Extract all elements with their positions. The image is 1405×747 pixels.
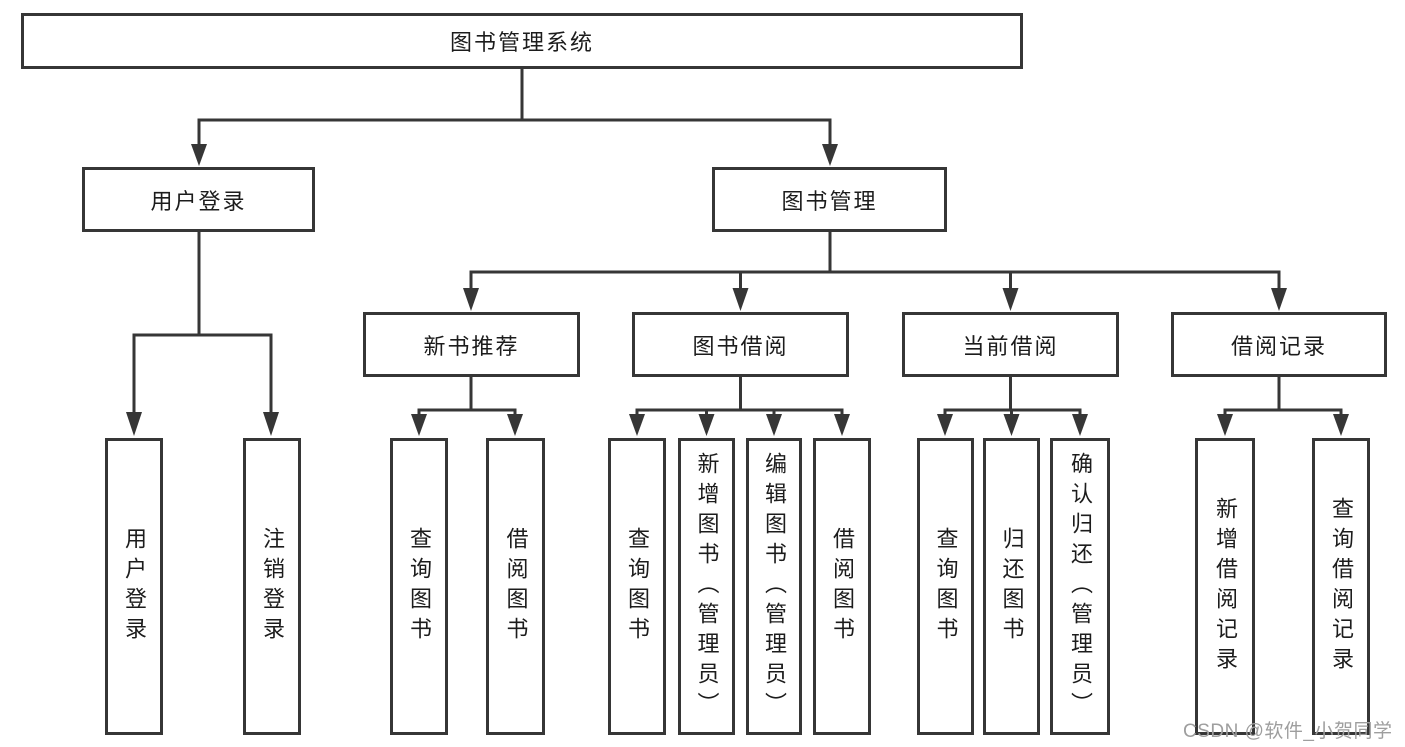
node-borrow-records: 借阅记录 <box>1171 312 1387 377</box>
node-book-mgmt: 图书管理 <box>712 167 947 232</box>
node-leaf-return-book: 归还图书 <box>983 438 1040 735</box>
node-book-borrow: 图书借阅 <box>632 312 849 377</box>
arrowhead-icon <box>191 144 207 166</box>
arrowhead-icon <box>822 144 838 166</box>
node-leaf-query-book-b: 查询图书 <box>608 438 666 735</box>
arrowhead-icon <box>629 414 645 436</box>
arrowhead-icon <box>1072 414 1088 436</box>
node-root: 图书管理系统 <box>21 13 1023 69</box>
node-current-borrow: 当前借阅 <box>902 312 1119 377</box>
arrowhead-icon <box>1003 414 1020 436</box>
connector-user-login-branch <box>126 232 279 436</box>
node-leaf-query-book-c: 查询图书 <box>917 438 974 735</box>
connector-borrow-records-branch <box>1217 377 1349 436</box>
arrowhead-icon <box>126 412 142 436</box>
arrowhead-icon <box>411 414 427 436</box>
arrowhead-icon <box>766 414 782 436</box>
node-new-book-rec: 新书推荐 <box>363 312 580 377</box>
arrowhead-icon <box>732 288 749 311</box>
node-leaf-confirm-return: 确认归还（管理员） <box>1050 438 1110 735</box>
arrowhead-icon <box>463 288 479 311</box>
arrowhead-icon <box>937 414 953 436</box>
arrowhead-icon <box>1002 288 1019 311</box>
arrowhead-icon <box>1217 414 1233 436</box>
arrowhead-icon <box>1333 414 1349 436</box>
arrowhead-icon <box>263 412 279 436</box>
connector-root-branch <box>191 69 838 166</box>
arrowhead-icon <box>698 414 715 436</box>
arrowhead-icon <box>1271 288 1287 311</box>
connector-book-mgmt-branch <box>463 232 1287 311</box>
node-leaf-user-login: 用户登录 <box>105 438 163 735</box>
watermark: CSDN @软件_小贺同学 <box>1183 721 1393 742</box>
node-leaf-query-record: 查询借阅记录 <box>1312 438 1370 735</box>
node-leaf-edit-book: 编辑图书（管理员） <box>746 438 802 735</box>
node-leaf-query-book-a: 查询图书 <box>390 438 448 735</box>
arrowhead-icon <box>507 414 523 436</box>
connector-book-borrow-branch <box>629 377 850 436</box>
node-leaf-borrow-book-a: 借阅图书 <box>486 438 545 735</box>
arrowhead-icon <box>834 414 850 436</box>
node-leaf-add-record: 新增借阅记录 <box>1195 438 1255 735</box>
node-leaf-logout: 注销登录 <box>243 438 301 735</box>
connector-new-book-rec-branch <box>411 377 523 436</box>
node-user-login: 用户登录 <box>82 167 315 232</box>
node-leaf-borrow-book-b: 借阅图书 <box>813 438 871 735</box>
node-leaf-add-book: 新增图书（管理员） <box>678 438 735 735</box>
connector-current-borrow-branch <box>937 377 1088 436</box>
